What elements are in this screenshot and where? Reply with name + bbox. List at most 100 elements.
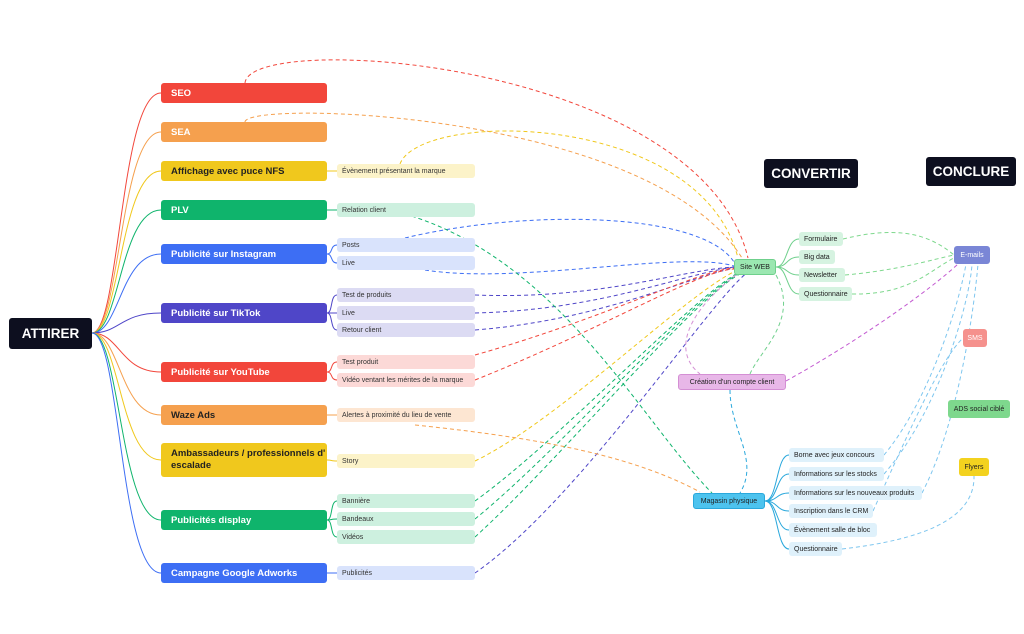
sub-branch xyxy=(326,244,338,255)
convert-link xyxy=(474,271,741,502)
sms-link xyxy=(872,337,964,512)
magasin-item-stocks[interactable]: Informations sur les stocks xyxy=(789,467,884,481)
site-item-big-data[interactable]: Big data xyxy=(799,250,835,264)
site-item-branch xyxy=(775,238,800,268)
magasin-physique-node[interactable]: Magasin physique xyxy=(693,493,765,509)
convert-link xyxy=(399,130,739,259)
compte-link xyxy=(685,274,737,375)
compte-magasin-link xyxy=(729,389,748,494)
site-item-questionnaire[interactable]: Questionnaire xyxy=(799,287,852,301)
magasin-link xyxy=(414,424,701,493)
sub-evenement-marque[interactable]: Évènement présentant la marque xyxy=(337,164,475,178)
root-branch xyxy=(91,209,162,334)
channel-adwords[interactable]: Campagne Google Adworks xyxy=(161,563,327,583)
conclure-header: CONCLURE xyxy=(926,157,1016,186)
root-branch xyxy=(91,92,162,334)
flyers-link xyxy=(841,475,975,550)
email-link xyxy=(844,254,955,276)
sub-insta-live[interactable]: Live xyxy=(337,256,475,270)
convert-link xyxy=(404,218,735,263)
channel-youtube[interactable]: Publicité sur YouTube xyxy=(161,362,327,382)
magasin-item-borne[interactable]: Borne avec jeux concours xyxy=(789,448,884,462)
sub-story[interactable]: Story xyxy=(337,454,475,468)
sub-tiktok-retour[interactable]: Retour client xyxy=(337,323,475,337)
sub-branch xyxy=(326,519,338,538)
site-web-node[interactable]: Site WEB xyxy=(734,259,776,275)
magasin-item-evenement[interactable]: Évènement salle de bloc xyxy=(789,523,877,537)
sub-branch xyxy=(326,459,338,462)
sub-youtube-video[interactable]: Vidéo ventant les mérites de la marque xyxy=(337,373,475,387)
sub-branch xyxy=(326,500,338,521)
site-item-newsletter[interactable]: Newsletter xyxy=(799,268,845,282)
sub-videos[interactable]: Vidéos xyxy=(337,530,475,544)
channel-sea[interactable]: SEA xyxy=(161,122,327,142)
root-branch xyxy=(91,312,162,334)
channel-plv[interactable]: PLV xyxy=(161,200,327,220)
sub-relation-client[interactable]: Relation client xyxy=(337,203,475,217)
sub-branch xyxy=(326,312,338,331)
convert-link xyxy=(474,269,739,462)
email-link xyxy=(883,263,973,475)
convert-link xyxy=(474,266,735,297)
sub-waze-alertes[interactable]: Alertes à proximité du lieu de vente xyxy=(337,408,475,422)
magasin-item-branch xyxy=(764,500,790,550)
flyers-node[interactable]: Flyers xyxy=(959,458,989,476)
ambassadeurs-line-1: Ambassadeurs / professionnels d' xyxy=(171,448,326,459)
site-item-branch xyxy=(775,266,800,295)
channel-seo[interactable]: SEO xyxy=(161,83,327,103)
convert-link xyxy=(474,267,735,331)
compte-link xyxy=(749,274,784,375)
channel-ambassadeurs[interactable]: Ambassadeurs / professionnels d' escalad… xyxy=(161,443,327,477)
channel-instagram[interactable]: Publicité sur Instagram xyxy=(161,244,327,264)
site-item-formulaire[interactable]: Formulaire xyxy=(799,232,843,246)
sub-tiktok-test[interactable]: Test de produits xyxy=(337,288,475,302)
sub-branch xyxy=(326,361,338,373)
root-branch xyxy=(91,253,162,334)
root-branch xyxy=(91,332,162,521)
channel-tiktok[interactable]: Publicité sur TikTok xyxy=(161,303,327,323)
ads-social-node[interactable]: ADS social ciblé xyxy=(948,400,1010,418)
email-link xyxy=(851,257,955,295)
channel-display[interactable]: Publicités display xyxy=(161,510,327,530)
convert-link xyxy=(244,112,743,259)
sub-insta-posts[interactable]: Posts xyxy=(337,238,475,252)
magasin-item-questionnaire[interactable]: Questionnaire xyxy=(789,542,842,556)
sub-banniere[interactable]: Bannière xyxy=(337,494,475,508)
ambassadeurs-line-2: escalade xyxy=(171,460,212,471)
sms-node[interactable]: SMS xyxy=(963,329,987,347)
email-link xyxy=(883,263,967,456)
convert-link xyxy=(474,268,735,381)
convertir-header: CONVERTIR xyxy=(764,159,858,188)
root-branch xyxy=(91,170,162,334)
root-branch xyxy=(91,131,162,334)
compte-client-node[interactable]: Création d'un compte client xyxy=(678,374,786,390)
root-branch xyxy=(91,332,162,416)
convert-link xyxy=(474,271,749,574)
magasin-item-crm[interactable]: Inscription dans le CRM xyxy=(789,504,873,518)
sub-youtube-test[interactable]: Test produit xyxy=(337,355,475,369)
sub-publicites[interactable]: Publicités xyxy=(337,566,475,580)
channel-nfs[interactable]: Affichage avec puce NFS xyxy=(161,161,327,181)
sub-branch xyxy=(326,294,338,314)
sub-branch xyxy=(326,371,338,381)
sub-branch xyxy=(326,253,338,264)
root-branch xyxy=(91,332,162,373)
attirer-root: ATTIRER xyxy=(9,318,92,349)
convert-link xyxy=(424,261,735,275)
magasin-item-nouveaux-produits[interactable]: Informations sur les nouveaux produits xyxy=(789,486,922,500)
email-link xyxy=(921,263,979,494)
convert-link xyxy=(474,271,745,538)
email-link xyxy=(842,231,955,256)
sub-bandeaux[interactable]: Bandeaux xyxy=(337,512,475,526)
convert-link xyxy=(474,267,735,356)
channel-waze[interactable]: Waze Ads xyxy=(161,405,327,425)
root-branch xyxy=(91,332,162,461)
email-link xyxy=(785,263,959,382)
sub-tiktok-live[interactable]: Live xyxy=(337,306,475,320)
root-branch xyxy=(91,332,162,574)
magasin-item-branch xyxy=(764,473,790,502)
emails-node[interactable]: E-mails xyxy=(954,246,990,264)
convert-link xyxy=(474,266,735,314)
magasin-item-branch xyxy=(764,454,790,502)
